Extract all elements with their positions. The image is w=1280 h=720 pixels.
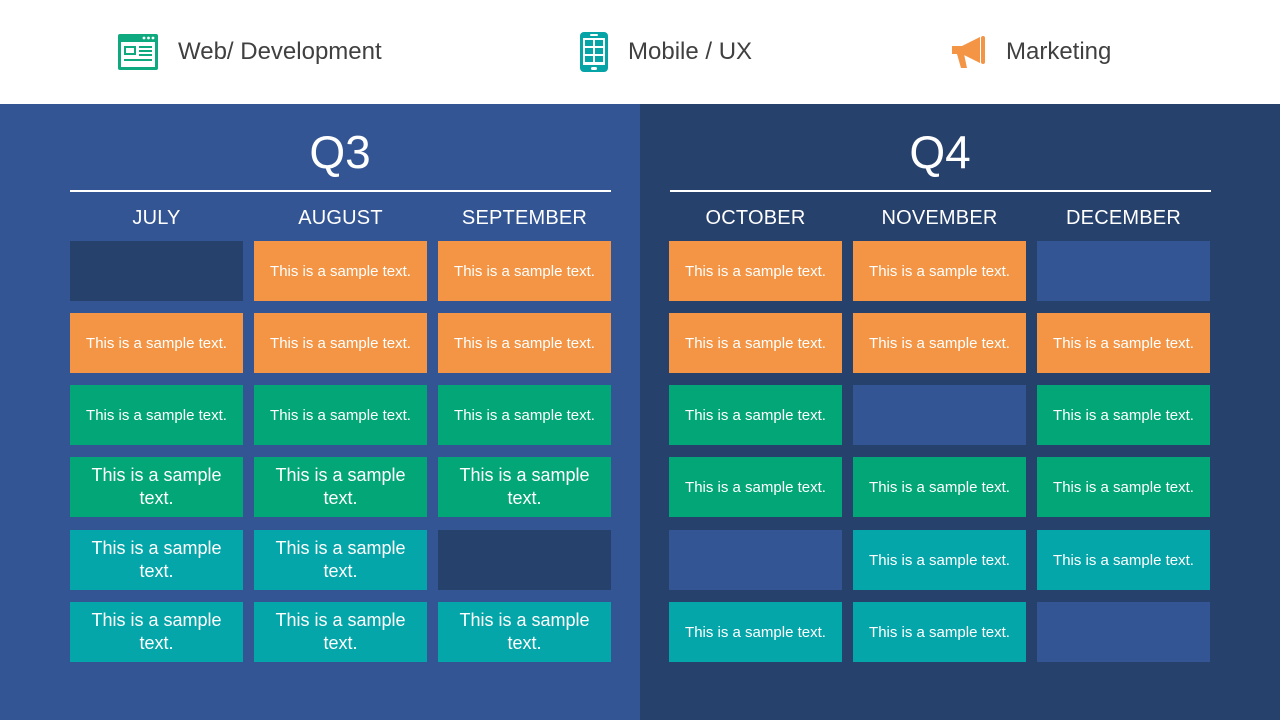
task-text: This is a sample text. (91, 538, 222, 581)
task-cell-marketing: This is a sample text. (254, 313, 427, 373)
task-text: This is a sample text. (1053, 334, 1194, 352)
empty-cell (438, 530, 611, 590)
task-cell-mobile-ux: This is a sample text. (438, 602, 611, 662)
month-header-august: AUGUST (298, 207, 383, 229)
task-cell-mobile-ux: This is a sample text. (669, 602, 842, 662)
task-text: This is a sample text. (685, 262, 826, 280)
quarter-title-q3: Q3 (309, 126, 371, 178)
task-text: This is a sample text. (869, 623, 1010, 641)
task-text: This is a sample text. (1053, 406, 1194, 424)
legend-item-web-development: Web/ Development (118, 32, 382, 72)
task-text: This is a sample text. (86, 334, 227, 352)
task-text: This is a sample text. (685, 406, 826, 424)
legend-label-marketing: Marketing (1006, 38, 1112, 65)
task-text: This is a sample text. (685, 478, 826, 496)
task-cell-web-development: This is a sample text. (254, 385, 427, 445)
task-text: This is a sample text. (1053, 478, 1194, 496)
task-cell-mobile-ux: This is a sample text. (254, 530, 427, 590)
task-text: This is a sample text. (1053, 551, 1194, 569)
task-cell-web-development: This is a sample text. (438, 457, 611, 517)
task-text: This is a sample text. (270, 262, 411, 280)
task-text: This is a sample text. (869, 478, 1010, 496)
task-cell-web-development: This is a sample text. (1037, 385, 1210, 445)
month-header-december: DECEMBER (1066, 207, 1181, 229)
task-text: This is a sample text. (454, 334, 595, 352)
task-cell-marketing: This is a sample text. (669, 313, 842, 373)
empty-cell (1037, 241, 1210, 301)
task-cell-mobile-ux: This is a sample text. (70, 530, 243, 590)
task-cell-marketing: This is a sample text. (1037, 313, 1210, 373)
month-header-september: SEPTEMBER (461, 207, 588, 229)
legend: Web/ Development Mobile / UX (0, 0, 1280, 104)
task-text: This is a sample text. (270, 406, 411, 424)
task-text: This is a sample text. (454, 406, 595, 424)
legend-label-mobile-ux: Mobile / UX (628, 38, 753, 65)
quarter-title-q4: Q4 (909, 126, 971, 178)
task-cell-marketing: This is a sample text. (853, 241, 1026, 301)
task-text: This is a sample text. (869, 334, 1010, 352)
mobile-phone-icon (580, 32, 608, 72)
task-text: This is a sample text. (869, 262, 1010, 280)
empty-cell (1037, 602, 1210, 662)
task-cell-marketing: This is a sample text. (669, 241, 842, 301)
task-cell-mobile-ux: This is a sample text. (853, 602, 1026, 662)
task-cell-marketing: This is a sample text. (438, 313, 611, 373)
task-cell-web-development: This is a sample text. (1037, 457, 1210, 517)
task-cell-mobile-ux: This is a sample text. (70, 602, 243, 662)
task-cell-mobile-ux: This is a sample text. (254, 602, 427, 662)
task-cell-mobile-ux: This is a sample text. (1037, 530, 1210, 590)
task-cell-marketing: This is a sample text. (853, 313, 1026, 373)
task-cell-web-development: This is a sample text. (669, 385, 842, 445)
empty-cell (70, 241, 243, 301)
task-text: This is a sample text. (275, 538, 406, 581)
task-text: This is a sample text. (869, 551, 1010, 569)
legend-item-marketing: Marketing (950, 32, 1111, 72)
month-header-july: JULY (132, 207, 181, 229)
task-text: This is a sample text. (685, 334, 826, 352)
task-cell-web-development: This is a sample text. (70, 457, 243, 517)
task-text: This is a sample text. (91, 610, 222, 653)
browser-window-icon (118, 34, 158, 70)
task-text: This is a sample text. (459, 465, 590, 508)
task-cell-web-development: This is a sample text. (70, 385, 243, 445)
task-text: This is a sample text. (86, 406, 227, 424)
task-cell-mobile-ux: This is a sample text. (853, 530, 1026, 590)
task-text: This is a sample text. (275, 610, 406, 653)
task-text: This is a sample text. (685, 623, 826, 641)
empty-cell (669, 530, 842, 590)
megaphone-icon (950, 34, 986, 70)
legend-label-web-development: Web/ Development (178, 38, 382, 65)
month-header-november: NOVEMBER (881, 207, 998, 229)
task-cell-web-development: This is a sample text. (669, 457, 842, 517)
quarter-divider-q3 (70, 190, 611, 192)
task-text: This is a sample text. (270, 334, 411, 352)
task-text: This is a sample text. (91, 465, 222, 508)
task-text: This is a sample text. (459, 610, 590, 653)
task-cell-web-development: This is a sample text. (254, 457, 427, 517)
task-cell-web-development: This is a sample text. (853, 457, 1026, 517)
task-text: This is a sample text. (454, 262, 595, 280)
task-cell-marketing: This is a sample text. (254, 241, 427, 301)
task-cell-marketing: This is a sample text. (70, 313, 243, 373)
empty-cell (853, 385, 1026, 445)
legend-item-mobile-ux: Mobile / UX (580, 32, 752, 72)
month-header-october: OCTOBER (705, 207, 806, 229)
task-cell-marketing: This is a sample text. (438, 241, 611, 301)
quarter-divider-q4 (670, 190, 1211, 192)
task-text: This is a sample text. (275, 465, 406, 508)
task-cell-web-development: This is a sample text. (438, 385, 611, 445)
